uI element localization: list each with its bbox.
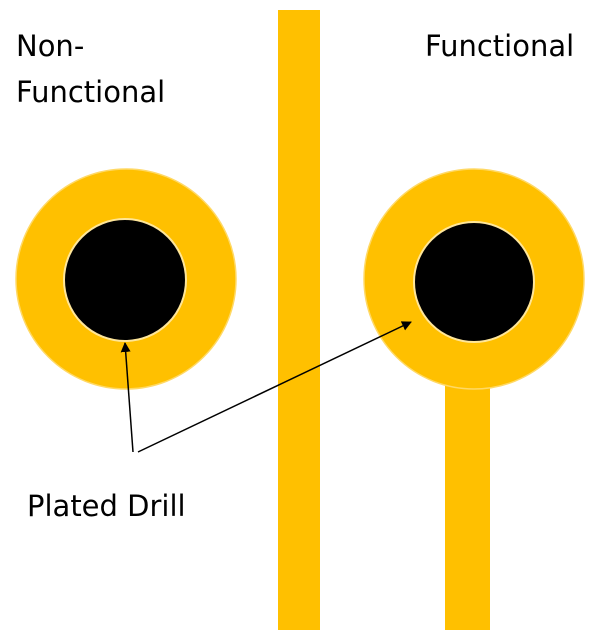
arrow-to-functional-drill — [137, 321, 412, 453]
functional-drill — [413, 221, 535, 343]
functional-label: Functional — [425, 29, 574, 63]
non-functional-label-line1: Non- — [16, 29, 84, 63]
non-functional-drill — [63, 218, 187, 342]
arrow-to-non-functional-drill — [120, 342, 134, 453]
vertical-trace — [278, 10, 320, 630]
non-functional-label-line2: Functional — [16, 75, 165, 109]
functional-pad-trace — [445, 370, 490, 630]
plated-drill-label: Plated Drill — [27, 489, 186, 523]
